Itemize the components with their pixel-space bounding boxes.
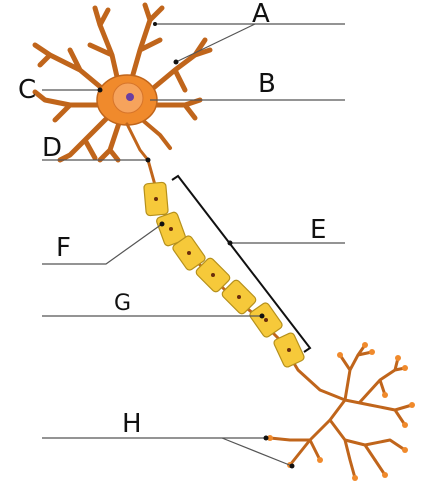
axon	[125, 122, 372, 407]
leader-lines	[42, 23, 345, 467]
label-b: B	[258, 69, 276, 99]
label-e: E	[310, 215, 326, 245]
axon-terminals	[267, 342, 415, 481]
dendrites	[32, 2, 213, 163]
label-f: F	[56, 233, 71, 263]
label-c: C	[18, 75, 36, 105]
label-d: D	[42, 133, 62, 163]
pointer-dots	[97, 22, 295, 469]
bracket-e	[171, 174, 312, 353]
nucleolus	[126, 93, 134, 101]
myelin-sheath	[143, 181, 305, 368]
label-g: G	[114, 291, 131, 316]
label-a: A	[252, 0, 270, 29]
label-h: H	[122, 409, 142, 439]
